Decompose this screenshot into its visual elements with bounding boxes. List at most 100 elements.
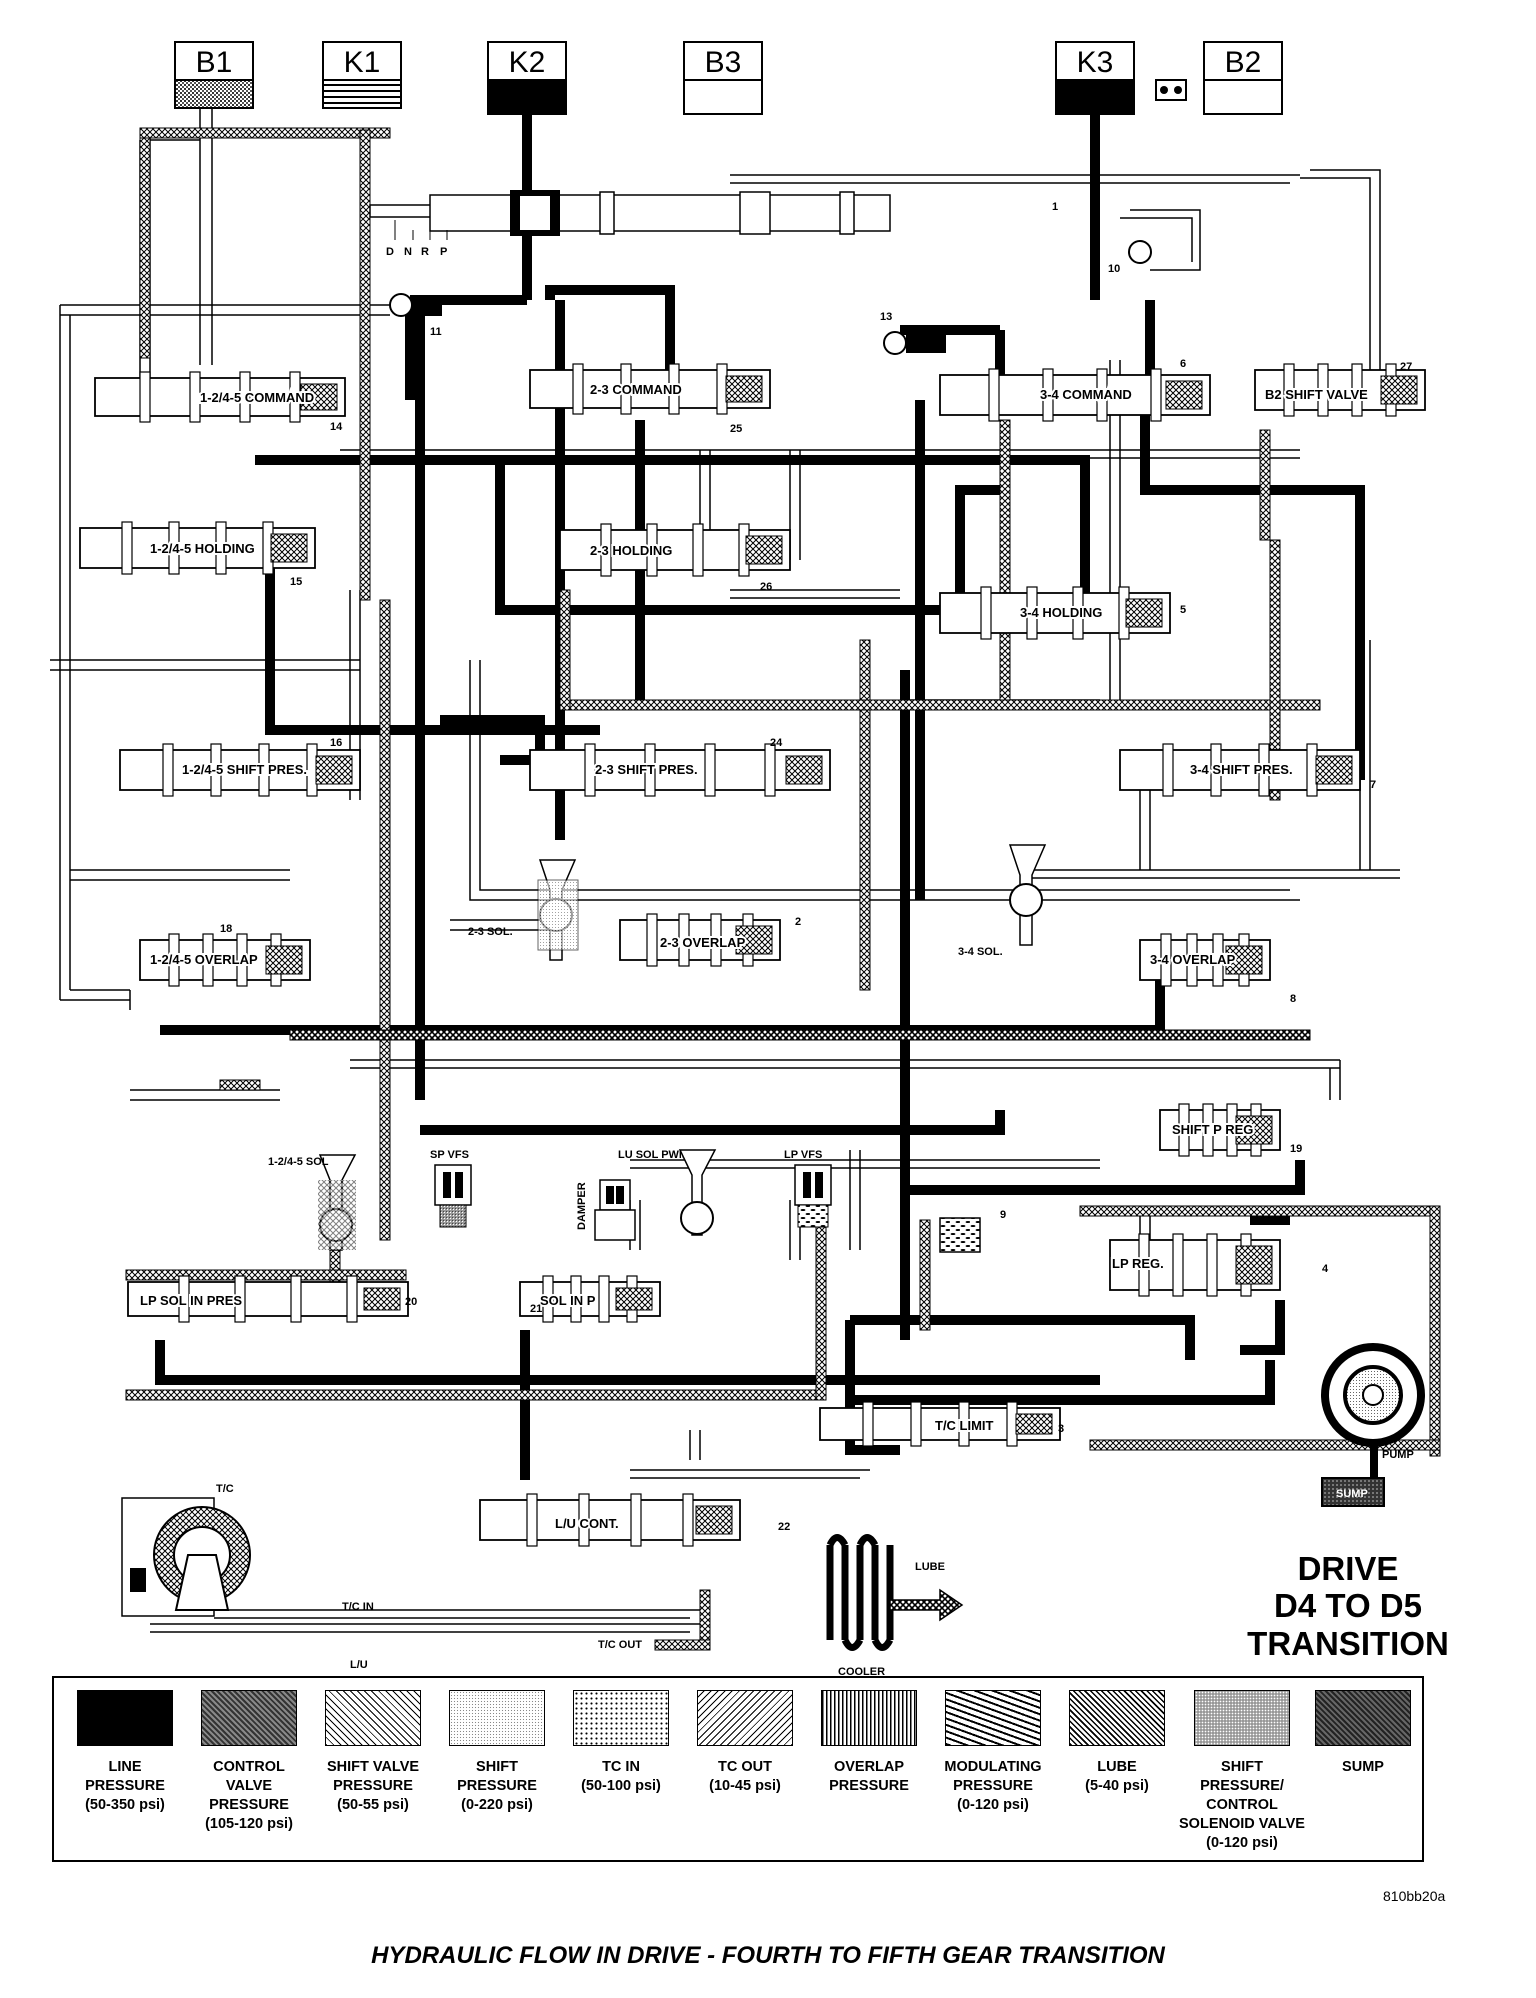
valve-9: 3-4 SHIFT PRES.7: [1119, 743, 1376, 797]
valve-label-16: SOL IN P: [540, 1293, 596, 1308]
b2-accumulator-icon: [1155, 79, 1187, 101]
transition-title: DRIVE D4 TO D5 TRANSITION: [1247, 1550, 1449, 1662]
solenoid-3-4: 3-4 SOL.: [958, 844, 1047, 958]
legend-item-shift: SHIFT PRESSURE (0-220 psi): [438, 1690, 556, 1815]
solenoid-sp-vfs-label: SP VFS: [430, 1149, 469, 1161]
solenoid-lu-pwm: LU SOL PWM DAMPER: [576, 1149, 688, 1241]
valve-7: 1-2/4-5 SHIFT PRES.16: [119, 737, 361, 797]
legend-swatch-overlap: [821, 1690, 917, 1746]
legend-item-line: LINE PRESSURE (50-350 psi): [66, 1690, 184, 1815]
solenoid-lp-vfs: LP VFS: [784, 1149, 832, 1228]
check-ball-10: 10: [1108, 240, 1152, 275]
valve-label-18: L/U CONT.: [555, 1516, 619, 1531]
legend-label-shiftvalve: SHIFT VALVE PRESSURE (50-55 psi): [326, 1759, 420, 1813]
figure-caption: HYDRAULIC FLOW IN DRIVE - FOURTH TO FIFT…: [371, 1942, 1165, 1969]
legend-swatch-modulating: [945, 1690, 1041, 1746]
valve-label-7: 1-2/4-5 SHIFT PRES.: [182, 762, 307, 777]
valve-number-11: 2: [795, 916, 801, 928]
torque-converter: T/C T/C IN T/C OUT L/U: [121, 1483, 700, 1671]
pressure-legend: LINE PRESSURE (50-350 psi) CONTROL VALVE…: [52, 1676, 1424, 1862]
solenoid-lu-pwm-label: LU SOL PWM: [618, 1149, 688, 1161]
legend-label-line: LINE PRESSURE (50-350 psi): [85, 1759, 165, 1813]
legend-item-control: CONTROL VALVE PRESSURE (105-120 psi): [190, 1690, 308, 1834]
legend-swatch-tcin: [573, 1690, 669, 1746]
legend-item-modulating: MODULATING PRESSURE (0-120 psi): [934, 1690, 1052, 1815]
valve-17: T/C LIMIT 3: [819, 1401, 1064, 1447]
cooler-label: COOLER: [838, 1666, 885, 1678]
valve-11: 2-3 OVERLAP 2: [619, 913, 801, 967]
clutch-k1-label: K1: [344, 46, 381, 79]
valve-label-9: 3-4 SHIFT PRES.: [1190, 762, 1293, 777]
legend-item-shiftvalve: SHIFT VALVE PRESSURE (50-55 psi): [314, 1690, 432, 1815]
clutch-b1: B1: [174, 41, 254, 109]
valve-number-17: 3: [1058, 1423, 1064, 1435]
clutch-b3-label: B3: [705, 46, 742, 79]
pump-label: PUMP: [1382, 1449, 1414, 1461]
sump-label: SUMP: [1336, 1488, 1368, 1500]
valve-label-3: B2 SHIFT VALVE: [1265, 387, 1368, 402]
valve-label-1: 2-3 COMMAND: [590, 382, 682, 397]
valve-label-17: T/C LIMIT: [935, 1418, 994, 1433]
damper-label: DAMPER: [576, 1182, 588, 1230]
legend-label-lube: LUBE (5-40 psi): [1085, 1759, 1149, 1794]
valve-label-2: 3-4 COMMAND: [1040, 387, 1132, 402]
valve-number-3: 27: [1400, 361, 1412, 373]
solenoid-lu-ball: [678, 1149, 717, 1236]
solenoid-sp-vfs: SP VFS: [430, 1149, 472, 1228]
figure-id: 810bb20a: [1383, 1888, 1446, 1904]
legend-label-tcout: TC OUT (10-45 psi): [709, 1759, 781, 1794]
title-line-2: D4 TO D5: [1274, 1587, 1422, 1624]
valve-2: 3-4 COMMAND 6: [939, 358, 1211, 422]
valve-8: 2-3 SHIFT PRES.24: [529, 737, 831, 797]
valve-label-15: LP SOL IN PRES: [140, 1293, 242, 1308]
legend-swatch-shiftvalve: [325, 1690, 421, 1746]
legend-item-tcout: TC OUT (10-45 psi): [686, 1690, 804, 1796]
legend-swatch-tcout: [697, 1690, 793, 1746]
check-ball-13: 13: [880, 311, 946, 355]
clutch-k2: K2: [487, 41, 567, 115]
check-ball-11: 11: [389, 293, 442, 338]
manual-position-r: R: [421, 246, 429, 258]
valve-number-1: 25: [730, 423, 742, 435]
manual-position-n: N: [404, 246, 412, 258]
valve-label-10: 1-2/4-5 OVERLAP: [150, 952, 258, 967]
valve-label-13: SHIFT P REG: [1172, 1122, 1253, 1137]
legend-label-shiftsol: SHIFT PRESSURE/ CONTROL SOLENOID VALVE (…: [1179, 1759, 1305, 1851]
tc-in-label: T/C IN: [342, 1601, 374, 1613]
legend-swatch-line: [77, 1690, 173, 1746]
legend-swatch-shift: [449, 1690, 545, 1746]
valve-18: L/U CONT.22: [479, 1493, 790, 1547]
solenoid-1-2-4-5-label: 1-2/4-5 SOL: [268, 1156, 329, 1168]
clutch-b3: B3: [683, 41, 763, 115]
clutch-k1: K1: [322, 41, 402, 109]
title-line-3: TRANSITION: [1247, 1625, 1449, 1662]
valve-1: 2-3 COMMAND 25: [529, 363, 771, 435]
valve-number-2: 6: [1180, 358, 1186, 370]
svg-text:10: 10: [1108, 263, 1120, 275]
valve-3: B2 SHIFT VALVE 27: [1254, 361, 1426, 417]
legend-item-lube: LUBE (5-40 psi): [1058, 1690, 1176, 1796]
pump: PUMP: [1321, 1343, 1425, 1483]
solenoid-2-3-label: 2-3 SOL.: [468, 926, 513, 938]
valve-label-6: 3-4 HOLDING: [1020, 605, 1102, 620]
valve-14: LP REG.4: [1109, 1233, 1329, 1297]
valve-number-5: 26: [760, 581, 772, 593]
valve-label-12: 3-4 OVERLAP: [1150, 952, 1236, 967]
clutch-b1-label: B1: [196, 46, 233, 79]
torque-converter-label: T/C: [216, 1483, 234, 1495]
check-ball-9: 9: [939, 1209, 1006, 1253]
valve-number-0: 14: [330, 421, 343, 433]
clutch-k3: K3: [1055, 41, 1135, 115]
legend-label-sump: SUMP: [1342, 1759, 1384, 1775]
solenoid-3-4-label: 3-4 SOL.: [958, 946, 1003, 958]
lube-label: LUBE: [915, 1561, 945, 1573]
title-line-1: DRIVE: [1298, 1550, 1399, 1587]
legend-item-tcin: TC IN (50-100 psi): [562, 1690, 680, 1796]
valve-label-11: 2-3 OVERLAP: [660, 935, 746, 950]
legend-label-control: CONTROL VALVE PRESSURE (105-120 psi): [205, 1759, 293, 1832]
manual-valve: 1 D N R P: [369, 190, 1058, 258]
